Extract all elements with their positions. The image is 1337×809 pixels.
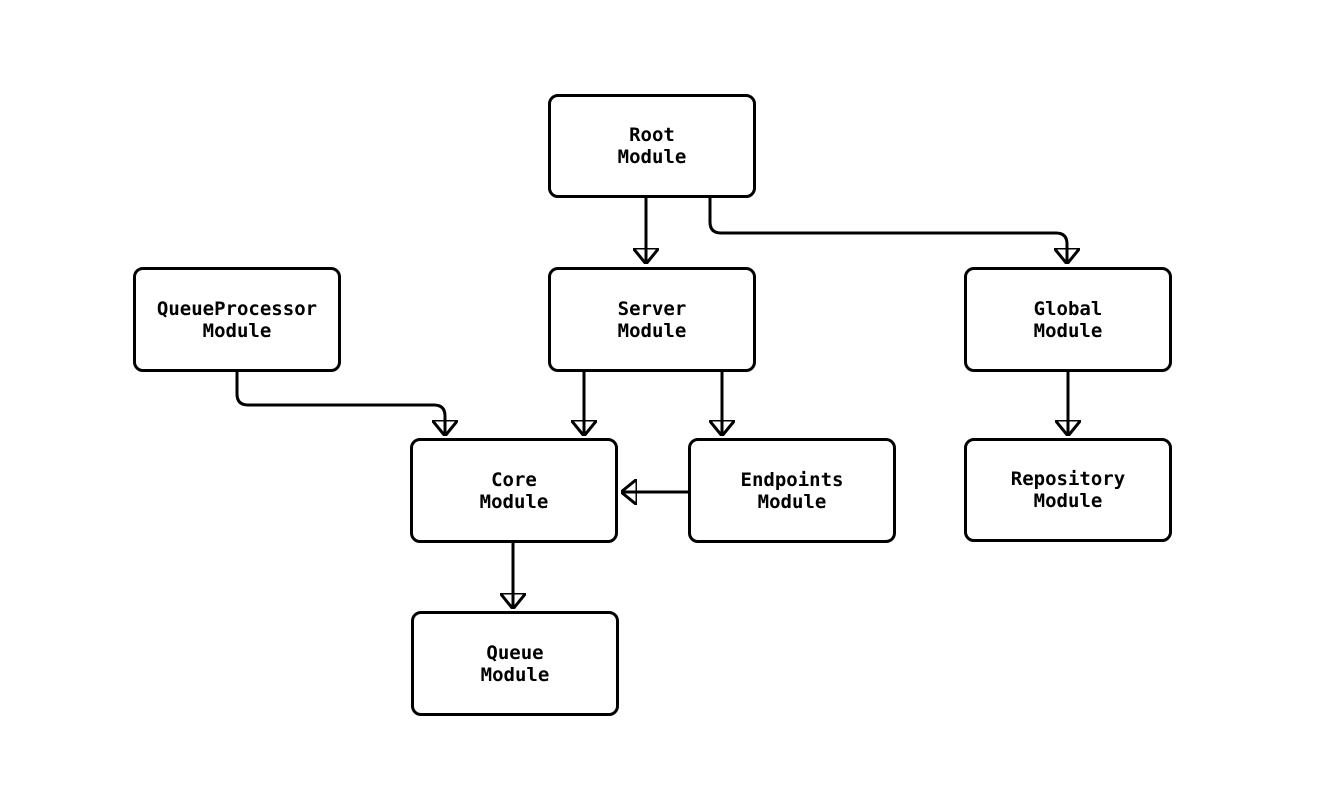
node-queue-module-label: Queue Module	[480, 641, 550, 686]
node-repository-module: Repository Module	[964, 438, 1172, 542]
edge-root-to-global	[708, 198, 1067, 262]
node-queueprocessor-module-label: QueueProcessor Module	[156, 297, 318, 342]
node-global-module-label: Global Module	[1033, 297, 1103, 342]
node-root-module-label: Root Module	[617, 124, 687, 168]
edge-queueprocessor-to-core	[235, 372, 445, 434]
node-server-module: Server Module	[548, 267, 756, 372]
node-repository-module-label: Repository Module	[1010, 468, 1126, 512]
node-core-module: Core Module	[410, 438, 618, 543]
node-queueprocessor-module: QueueProcessor Module	[133, 267, 341, 372]
node-endpoints-module: Endpoints Module	[688, 438, 896, 543]
node-server-module-label: Server Module	[617, 297, 687, 342]
node-root-module: Root Module	[548, 94, 756, 198]
node-core-module-label: Core Module	[479, 468, 549, 513]
node-global-module: Global Module	[964, 267, 1172, 372]
node-queue-module: Queue Module	[411, 611, 619, 716]
node-endpoints-module-label: Endpoints Module	[740, 468, 844, 513]
